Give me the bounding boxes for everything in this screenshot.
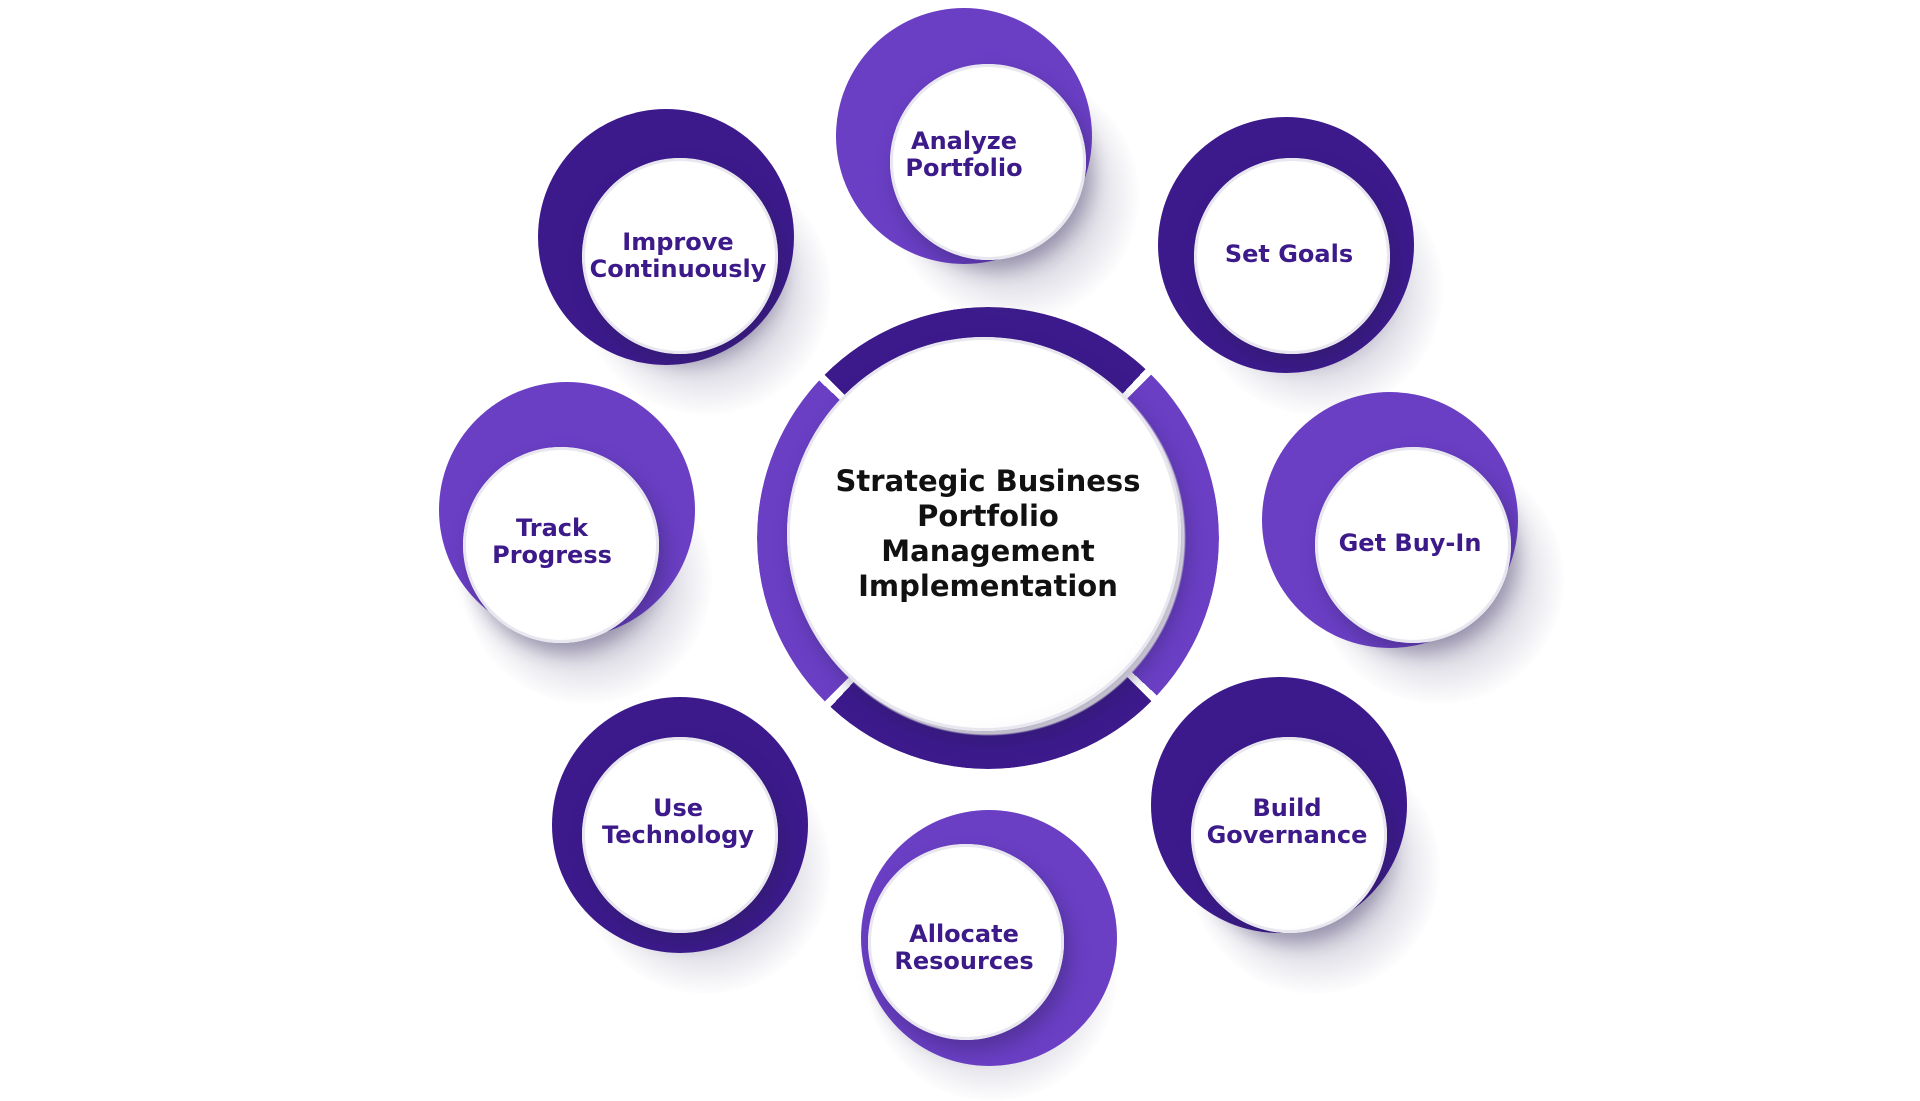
- step-label: Use Technology: [602, 794, 754, 849]
- node-disc: [1194, 158, 1390, 354]
- step-label: Build Governance: [1206, 794, 1368, 849]
- step-label: Analyze Portfolio: [905, 127, 1023, 182]
- node-disc: [463, 447, 659, 643]
- step-label: Improve Continuously: [589, 228, 767, 283]
- node-disc: [1315, 447, 1511, 643]
- step-label: Set Goals: [1224, 239, 1354, 268]
- center-disc: [787, 337, 1181, 731]
- step-label: Allocate Resources: [894, 920, 1034, 975]
- node-disc: [1191, 737, 1387, 933]
- center-title: Strategic Business Portfolio Management …: [835, 464, 1141, 603]
- node-disc: [582, 737, 778, 933]
- step-label: Track Progress: [492, 514, 612, 569]
- node-disc: [582, 158, 778, 354]
- step-label: Get Buy-In: [1338, 528, 1482, 557]
- node-disc: [890, 64, 1086, 260]
- node-disc: [868, 844, 1064, 1040]
